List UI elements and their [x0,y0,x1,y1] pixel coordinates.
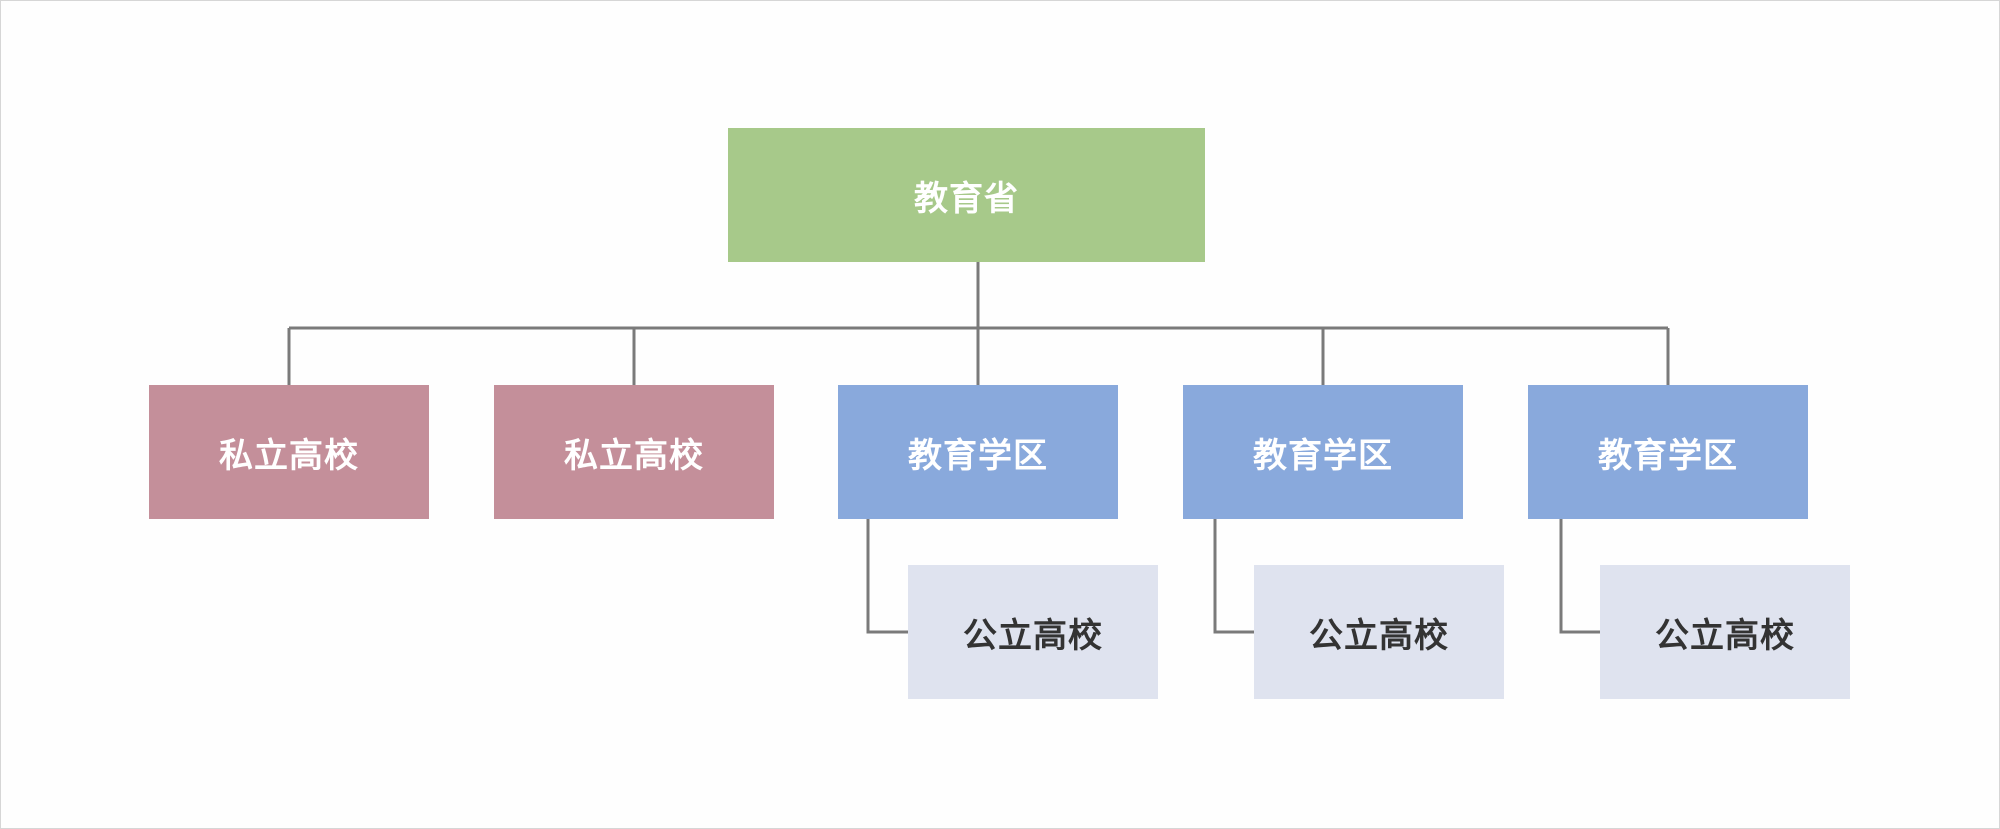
node-private-school-1: 私立高校 [149,385,429,519]
node-ministry: 教育省 [728,128,1205,262]
node-private-school-2-label: 私立高校 [564,435,704,476]
node-private-school-2: 私立高校 [494,385,774,519]
node-district-2-label: 教育学区 [1253,435,1393,476]
node-public-school-3-label: 公立高校 [1655,615,1795,656]
node-public-school-3: 公立高校 [1600,565,1850,699]
node-ministry-label: 教育省 [914,178,1019,219]
node-district-1: 教育学区 [838,385,1118,519]
connector-leaf-1 [866,519,908,634]
node-public-school-1-label: 公立高校 [963,615,1103,656]
connector-leaf-3 [1559,519,1600,634]
node-district-2: 教育学区 [1183,385,1463,519]
node-private-school-1-label: 私立高校 [219,435,359,476]
connector-group [287,262,1670,634]
node-district-3-label: 教育学区 [1598,435,1738,476]
node-district-3: 教育学区 [1528,385,1808,519]
node-public-school-1: 公立高校 [908,565,1158,699]
node-district-1-label: 教育学区 [908,435,1048,476]
connector-leaf-2 [1213,519,1254,634]
node-public-school-2: 公立高校 [1254,565,1504,699]
node-public-school-2-label: 公立高校 [1309,615,1449,656]
